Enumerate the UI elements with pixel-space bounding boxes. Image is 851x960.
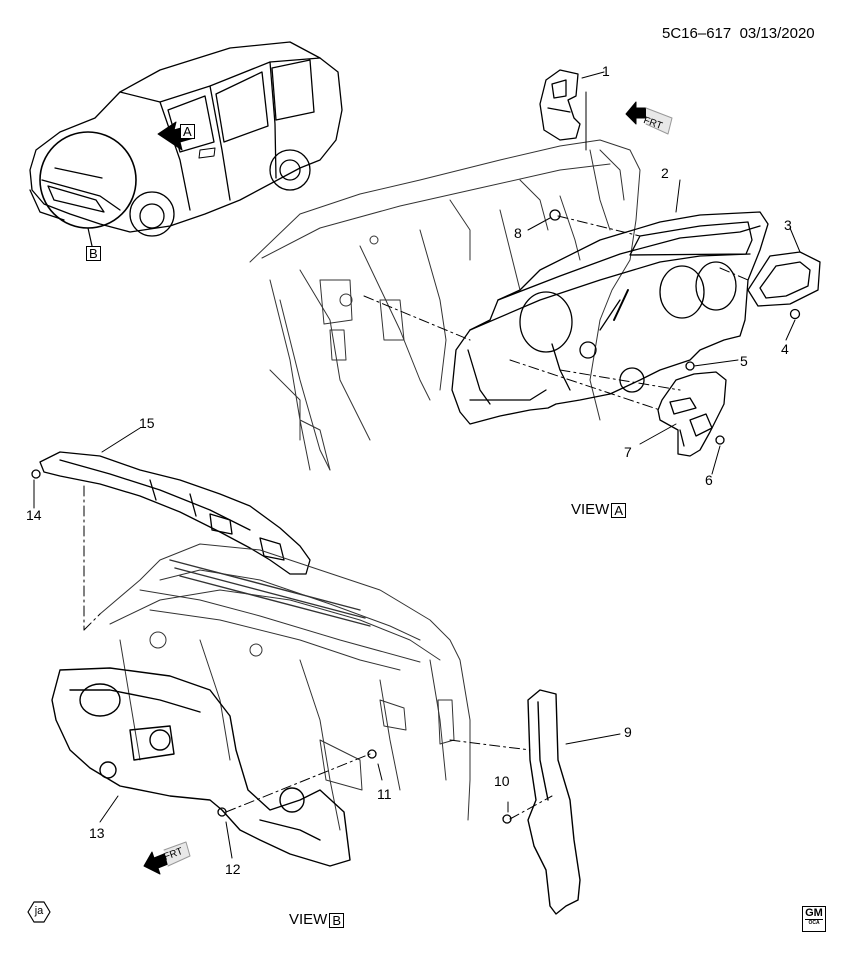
part-4-nut	[789, 308, 801, 320]
view-a-label: VIEW A	[571, 501, 627, 518]
callout-13: 13	[89, 825, 105, 841]
gm-logo: GM OCA	[802, 906, 826, 932]
callout-10: 10	[494, 773, 510, 789]
gm-logo-text: GM	[805, 907, 823, 919]
callout-5: 5	[740, 353, 748, 369]
front-arrow-lower	[143, 841, 191, 875]
part-3-seal	[747, 251, 821, 307]
part-5-nut	[685, 361, 695, 371]
callout-12: 12	[225, 861, 241, 877]
part-9-side-panel	[527, 689, 581, 915]
view-b-leader-lines	[33, 427, 621, 859]
part-11-nut	[367, 749, 377, 759]
view-a-body-structure	[249, 139, 641, 471]
callout-9: 9	[624, 724, 632, 740]
callout-11: 11	[377, 786, 392, 802]
view-b-prefix: VIEW	[289, 911, 328, 928]
part-6-nut	[715, 435, 725, 445]
ja-badge-text: ja	[34, 905, 44, 917]
part-15-cowl-panel	[39, 451, 311, 575]
vehicle-marker-a: A	[180, 124, 195, 139]
view-a-letter: A	[611, 502, 627, 518]
callout-6: 6	[705, 472, 713, 488]
diagram-date: 03/13/2020	[739, 25, 815, 42]
ja-badge-hexagon	[27, 901, 51, 923]
part-2-dash-panel	[451, 211, 769, 425]
diagram-header: 5C16–617 03/13/2020	[662, 26, 815, 42]
vehicle-illustration	[29, 41, 343, 237]
callout-2: 2	[661, 165, 669, 181]
part-8-nut	[549, 209, 561, 221]
callout-8: 8	[514, 225, 522, 241]
part-1-bracket	[539, 69, 581, 141]
gm-logo-subtext: OCA	[805, 919, 823, 927]
view-a-prefix: VIEW	[571, 501, 610, 518]
callout-7: 7	[624, 444, 632, 460]
callout-4: 4	[781, 341, 789, 357]
callout-15: 15	[139, 415, 155, 431]
view-b-body-structure	[99, 543, 471, 831]
view-b-label: VIEW B	[289, 911, 345, 928]
vehicle-marker-b: B	[86, 246, 101, 261]
view-b-letter: B	[329, 912, 345, 928]
callout-3: 3	[784, 217, 792, 233]
part-13-insulator	[51, 667, 351, 867]
view-a-leader-lines	[363, 71, 801, 475]
front-arrow-upper	[625, 101, 673, 135]
detail-circle-b	[39, 131, 137, 229]
part-14-clip	[31, 469, 41, 479]
callout-1: 1	[602, 63, 610, 79]
diagram-code: 5C16–617	[662, 25, 732, 42]
callout-14: 14	[26, 507, 42, 523]
part-7-brace	[657, 371, 727, 457]
